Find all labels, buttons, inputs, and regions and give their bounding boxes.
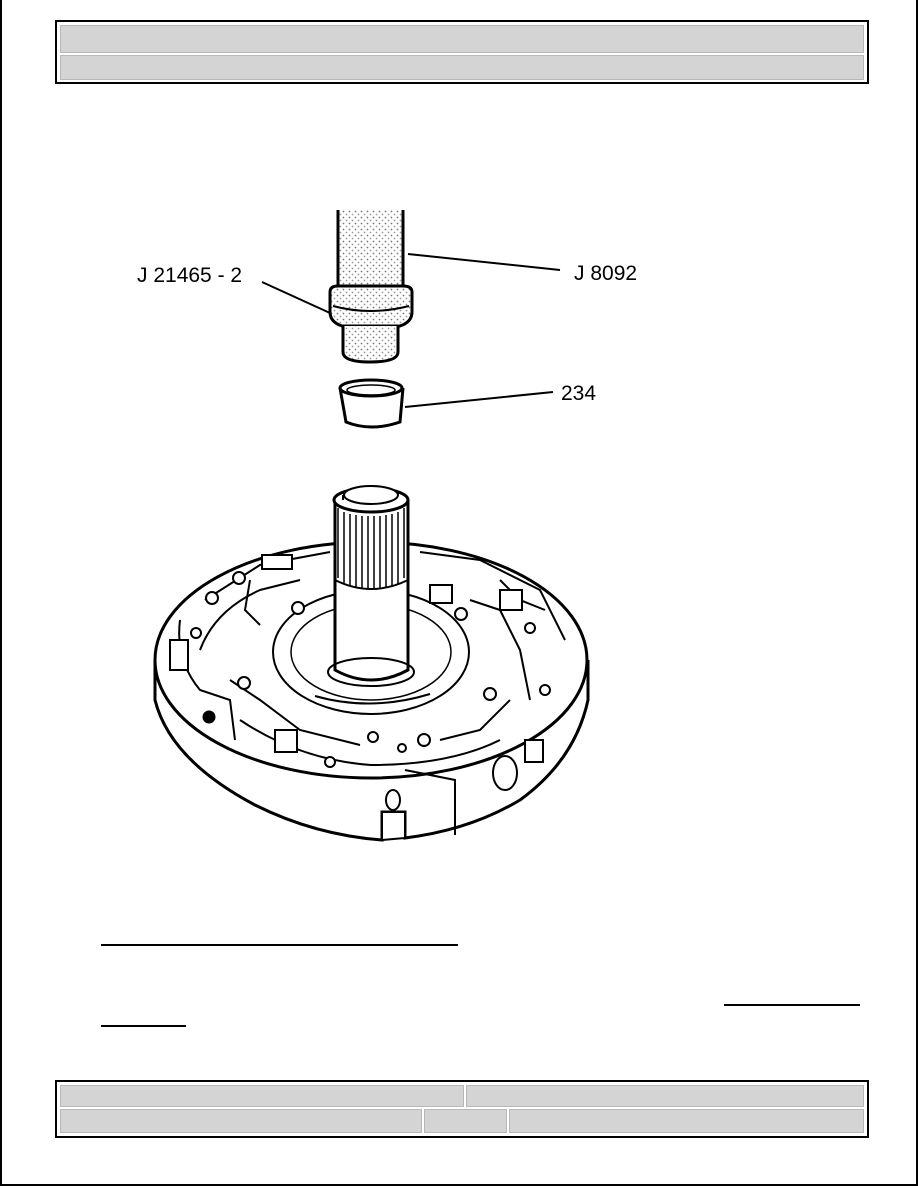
leader-j8092 — [407, 253, 561, 271]
callout-j8092: J 8092 — [574, 262, 637, 285]
body-link-2b[interactable] — [101, 1025, 186, 1027]
leader-234 — [404, 391, 554, 408]
callout-j21465-2: J 21465 - 2 — [137, 264, 242, 287]
bushing-234 — [338, 378, 405, 429]
body-link-2a[interactable] — [724, 1004, 860, 1006]
footer-right-bottom — [509, 1109, 864, 1133]
document-footer — [55, 1080, 869, 1138]
document-header — [55, 20, 869, 84]
footer-left-bottom — [60, 1109, 422, 1133]
header-title — [60, 25, 864, 53]
footer-right-top — [466, 1085, 864, 1107]
oil-pump-body — [153, 540, 590, 842]
header-subtitle — [60, 55, 864, 80]
footer-mid-bottom — [424, 1109, 507, 1133]
pump-bushing-installation-illustration: J 8092 J 21465 - 2 234 — [137, 210, 637, 842]
body-link-1[interactable] — [101, 944, 458, 946]
footer-left-top — [60, 1085, 464, 1107]
stator-shaft — [327, 485, 415, 687]
j8092-driver-handle — [336, 210, 405, 294]
j21465-2-installer — [328, 284, 414, 364]
callout-234: 234 — [561, 382, 596, 405]
leader-j21465 — [261, 281, 331, 314]
